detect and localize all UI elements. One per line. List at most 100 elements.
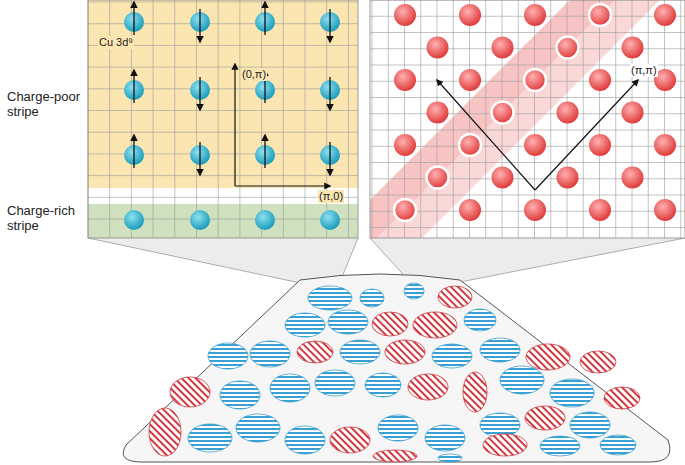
checkerboard-domain — [483, 434, 527, 456]
grid-line — [88, 175, 358, 176]
grid-line — [218, 0, 219, 238]
stripe-domain — [432, 344, 472, 368]
spin-arrow — [133, 2, 134, 35]
checkerboard-domain — [525, 406, 565, 430]
grid-line — [283, 0, 284, 238]
grid-line — [370, 32, 685, 33]
checkerboard-domain — [413, 312, 457, 338]
checkerboard-domain — [372, 312, 408, 336]
grid-line — [305, 0, 306, 238]
checkerboard-domain — [438, 286, 472, 308]
cu-atom — [524, 4, 546, 26]
stripe-domain — [220, 381, 260, 409]
grid-line — [88, 110, 358, 111]
checkerboard-domain — [604, 387, 640, 409]
stripe-domain — [570, 412, 610, 438]
axis-arrow — [235, 185, 330, 186]
grid-line — [388, 0, 389, 238]
stripe-domain — [308, 286, 352, 310]
spin-arrow — [264, 2, 265, 35]
stripe-domain — [550, 379, 594, 407]
stripe-domain — [270, 374, 310, 402]
cu-atom — [654, 134, 676, 156]
grid-line — [348, 0, 349, 238]
stripe-label: Charge-poor stripe — [6, 90, 86, 120]
grid-line — [88, 2, 358, 3]
hole-site — [459, 134, 481, 156]
stripe-domain — [425, 425, 465, 451]
cu-atom — [190, 210, 210, 230]
cu-atom — [524, 134, 546, 156]
grid-line — [485, 0, 486, 238]
spin-arrow — [133, 135, 134, 168]
axis-arrow — [437, 80, 535, 190]
checkerboard-domain — [408, 374, 448, 400]
grid-line — [239, 0, 240, 238]
checkerboard-domain — [463, 372, 487, 412]
cu-atom — [557, 102, 579, 124]
stripe-domain — [365, 373, 401, 397]
hole-site — [557, 37, 579, 59]
cu-atom — [459, 4, 481, 26]
cu-atom — [654, 199, 676, 221]
axis-arrow — [234, 64, 235, 186]
hole-site — [492, 102, 514, 124]
zoom-line — [88, 238, 305, 284]
gap-band — [88, 188, 358, 204]
stripe-domain — [285, 313, 325, 337]
grid-line — [370, 195, 685, 196]
grid-line — [196, 0, 197, 238]
spin-arrow — [199, 77, 200, 110]
cu-atom — [524, 199, 546, 221]
cu-atom — [394, 134, 416, 156]
axis-arrow — [535, 80, 638, 190]
cu-atom — [622, 102, 644, 124]
cu-atom — [459, 199, 481, 221]
spin-arrow — [329, 9, 330, 42]
stripe-domain — [328, 310, 368, 334]
grid-line — [174, 0, 175, 238]
stripe-domain — [208, 343, 248, 369]
grid-line — [261, 0, 262, 238]
cu-atom — [427, 37, 449, 59]
stripe-domain — [404, 283, 424, 299]
checkerboard-domain — [149, 408, 181, 456]
hole-site — [394, 199, 416, 221]
spin-arrow — [199, 142, 200, 175]
wavevector-label: (0,π) — [241, 68, 267, 81]
panel-border — [370, 0, 685, 238]
checkerboard-domain — [170, 377, 210, 407]
stripe-domain — [340, 340, 380, 364]
zoom-line — [450, 238, 685, 284]
spin-arrow — [133, 70, 134, 103]
grid-line — [370, 162, 685, 163]
cu-atom — [622, 167, 644, 189]
cu-atom — [427, 102, 449, 124]
checkerboard-panel — [330, 0, 685, 240]
checkerboard-domain — [373, 450, 417, 462]
hole-site — [427, 167, 449, 189]
spin-arrow — [329, 142, 330, 175]
stripe-domain — [236, 414, 280, 442]
grid-line — [370, 130, 685, 131]
grid-line — [372, 0, 373, 238]
atom-label: Cu 3d⁹ — [98, 36, 134, 49]
checkerboard-domain — [297, 341, 333, 363]
charge-stripe — [375, 0, 685, 238]
wavevector-label: (π,π) — [630, 64, 658, 77]
cu-atom — [492, 167, 514, 189]
charge-rich-band — [88, 204, 358, 238]
cu-atom — [492, 37, 514, 59]
stripe-domain — [360, 289, 384, 307]
grid-line — [420, 0, 421, 238]
cu-atom — [589, 199, 611, 221]
cu-atom — [589, 69, 611, 91]
stripe-domain — [250, 341, 290, 367]
cu-atom — [394, 69, 416, 91]
stripe-domain — [480, 413, 520, 437]
spin-arrow — [329, 77, 330, 110]
stripe-domain — [480, 338, 520, 362]
sample-outline — [123, 274, 670, 462]
